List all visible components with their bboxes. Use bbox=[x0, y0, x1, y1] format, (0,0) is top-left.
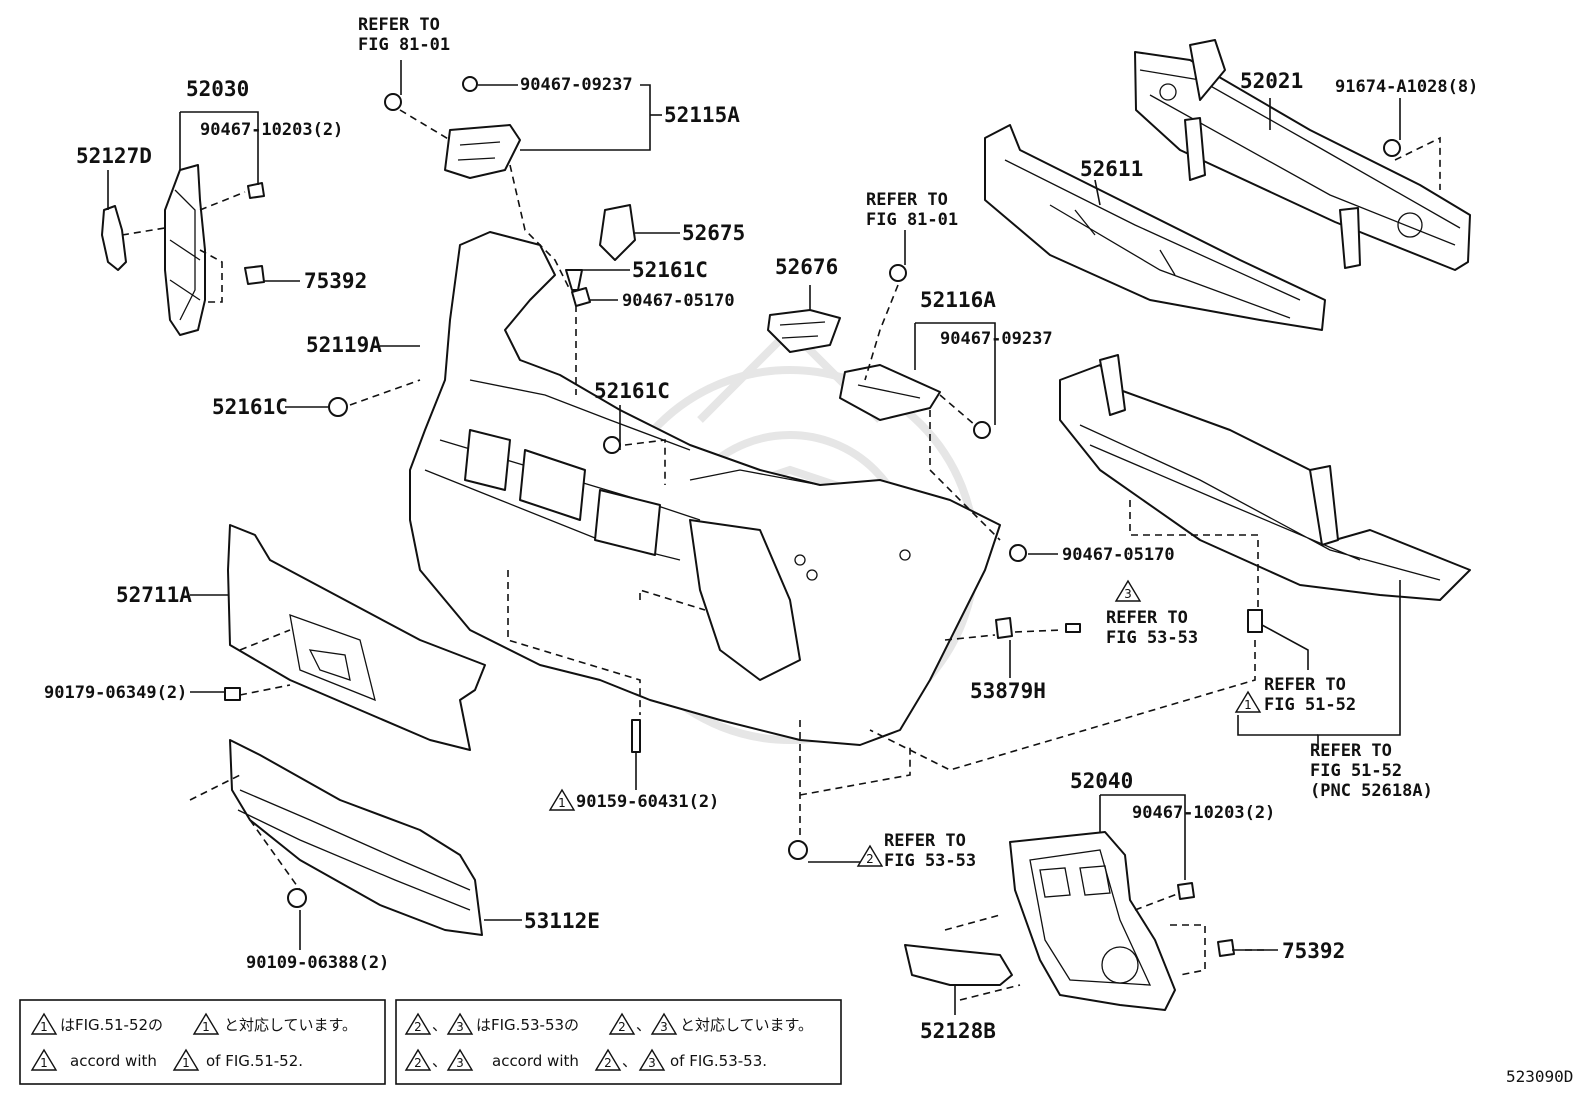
label-refer-51-1-1: REFER TO bbox=[1264, 675, 1346, 695]
label-52021: 52021 bbox=[1240, 69, 1303, 93]
label-75392-left: 75392 bbox=[304, 269, 367, 293]
note-right-en-a: accord with bbox=[492, 1052, 579, 1070]
assembly-lines bbox=[121, 109, 1441, 1001]
part-52040-bezel bbox=[1009, 831, 1176, 1011]
svg-text:2: 2 bbox=[604, 1056, 612, 1070]
part-52115A-bracket bbox=[444, 124, 521, 179]
label-refer-53-2-1: REFER TO bbox=[884, 831, 966, 851]
label-52040-bolt: 90467-10203(2) bbox=[1132, 803, 1275, 823]
label-refer-51-pnc-1: REFER TO bbox=[1310, 741, 1392, 761]
label-52040: 52040 bbox=[1070, 769, 1133, 793]
svg-text:、: 、 bbox=[432, 1016, 447, 1034]
label-52127D: 52127D bbox=[76, 144, 152, 168]
label-52030-bolt: 90467-10203(2) bbox=[200, 120, 343, 140]
label-90467-09237-right: 90467-09237 bbox=[940, 329, 1053, 349]
part-52675 bbox=[599, 204, 636, 261]
label-75392-right: 75392 bbox=[1282, 939, 1345, 963]
svg-text:3: 3 bbox=[648, 1056, 656, 1070]
fasteners bbox=[224, 76, 1401, 957]
note-box-right: 2 、 3 はFIG.53-53の 2 、 3 と対応しています。 2 、 3 … bbox=[395, 999, 842, 1085]
part-52021-reinforcement bbox=[1134, 39, 1471, 271]
part-52116A-bracket bbox=[839, 364, 941, 421]
note-left-en-b: of FIG.51-52. bbox=[206, 1052, 303, 1070]
svg-text:3: 3 bbox=[1124, 587, 1132, 601]
svg-text:3: 3 bbox=[456, 1056, 464, 1070]
label-52161C-b: 52161C bbox=[594, 379, 670, 403]
label-52115A: 52115A bbox=[664, 103, 740, 127]
part-bumper-cover bbox=[409, 231, 1001, 746]
label-90179: 90179-06349(2) bbox=[44, 683, 187, 703]
label-52675: 52675 bbox=[682, 221, 745, 245]
label-91674: 91674-A1028(8) bbox=[1335, 77, 1478, 97]
label-refer-81-a-1: REFER TO bbox=[358, 15, 440, 35]
label-refer-81-b-1: REFER TO bbox=[866, 190, 948, 210]
label-90159: 90159-60431(2) bbox=[576, 792, 719, 812]
note-right-jp: はFIG.53-53の bbox=[476, 1016, 579, 1034]
marker-1-refer-51: 1 bbox=[1234, 690, 1262, 713]
marker-2-refer-53: 2 bbox=[856, 844, 884, 867]
label-52161C-a: 52161C bbox=[632, 258, 708, 282]
label-refer-51-pnc-2: FIG 51-52 bbox=[1310, 761, 1402, 781]
part-labels: REFER TO FIG 81-01 52030 90467-10203(2) … bbox=[44, 15, 1478, 1043]
part-52611-absorber bbox=[984, 124, 1326, 331]
label-52711A: 52711A bbox=[116, 583, 192, 607]
label-90109: 90109-06388(2) bbox=[246, 953, 389, 973]
part-52127D bbox=[101, 205, 127, 271]
label-53112E: 53112E bbox=[524, 909, 600, 933]
label-90467-05170-right: 90467-05170 bbox=[1062, 545, 1175, 565]
svg-text:、: 、 bbox=[636, 1016, 651, 1034]
note-right-en-b: of FIG.53-53. bbox=[670, 1052, 767, 1070]
label-52161C-c: 52161C bbox=[212, 395, 288, 419]
svg-text:2: 2 bbox=[618, 1020, 626, 1034]
label-refer-53-2-2: FIG 53-53 bbox=[884, 851, 976, 871]
svg-text:1: 1 bbox=[202, 1020, 210, 1034]
part-52030-bezel bbox=[164, 164, 206, 336]
svg-text:1: 1 bbox=[1244, 698, 1252, 712]
label-refer-53-3-2: FIG 53-53 bbox=[1106, 628, 1198, 648]
svg-text:、: 、 bbox=[622, 1052, 637, 1070]
leader-lines bbox=[107, 60, 1401, 1015]
svg-text:3: 3 bbox=[660, 1020, 668, 1034]
label-90467-05170-left: 90467-05170 bbox=[622, 291, 735, 311]
label-53879H: 53879H bbox=[970, 679, 1046, 703]
note-box-left: 1 はFIG.51-52の 1 と対応しています。 1 accord with … bbox=[19, 999, 386, 1085]
diagram-id: 523090D bbox=[1506, 1067, 1573, 1086]
svg-text:1: 1 bbox=[182, 1056, 190, 1070]
svg-text:1: 1 bbox=[558, 796, 566, 810]
label-refer-51-pnc-3: (PNC 52618A) bbox=[1310, 781, 1433, 801]
marker-1-90159: 1 bbox=[548, 788, 576, 811]
label-52030: 52030 bbox=[186, 77, 249, 101]
label-52611: 52611 bbox=[1080, 157, 1143, 181]
svg-text:2: 2 bbox=[414, 1056, 422, 1070]
svg-text:2: 2 bbox=[414, 1020, 422, 1034]
label-52119A: 52119A bbox=[306, 333, 382, 357]
note-left-jp-end: と対応しています。 bbox=[224, 1016, 357, 1034]
label-refer-53-3-1: REFER TO bbox=[1106, 608, 1188, 628]
svg-text:1: 1 bbox=[40, 1020, 48, 1034]
label-refer-51-1-2: FIG 51-52 bbox=[1264, 695, 1356, 715]
part-52711A-plate bbox=[227, 524, 486, 751]
svg-text:2: 2 bbox=[866, 852, 874, 866]
svg-text:1: 1 bbox=[40, 1056, 48, 1070]
label-52116A: 52116A bbox=[920, 288, 996, 312]
note-left-en-a: accord with bbox=[70, 1052, 157, 1070]
label-refer-81-a-2: FIG 81-01 bbox=[358, 35, 450, 55]
label-refer-81-b-2: FIG 81-01 bbox=[866, 210, 958, 230]
part-under-cover bbox=[1059, 354, 1471, 601]
reference-markers: 3 1 1 2 bbox=[548, 579, 1262, 867]
svg-text:、: 、 bbox=[432, 1052, 447, 1070]
label-52128B: 52128B bbox=[920, 1019, 996, 1043]
part-52676 bbox=[767, 309, 841, 353]
label-52676: 52676 bbox=[775, 255, 838, 279]
svg-text:3: 3 bbox=[456, 1020, 464, 1034]
note-right-jp-end: と対応しています。 bbox=[680, 1016, 813, 1034]
part-52128B bbox=[904, 944, 1013, 986]
label-90467-09237-top: 90467-09237 bbox=[520, 75, 633, 95]
marker-3-refer-53: 3 bbox=[1114, 579, 1142, 602]
part-53112E-grille bbox=[229, 739, 483, 936]
note-left-jp: はFIG.51-52の bbox=[60, 1016, 163, 1034]
